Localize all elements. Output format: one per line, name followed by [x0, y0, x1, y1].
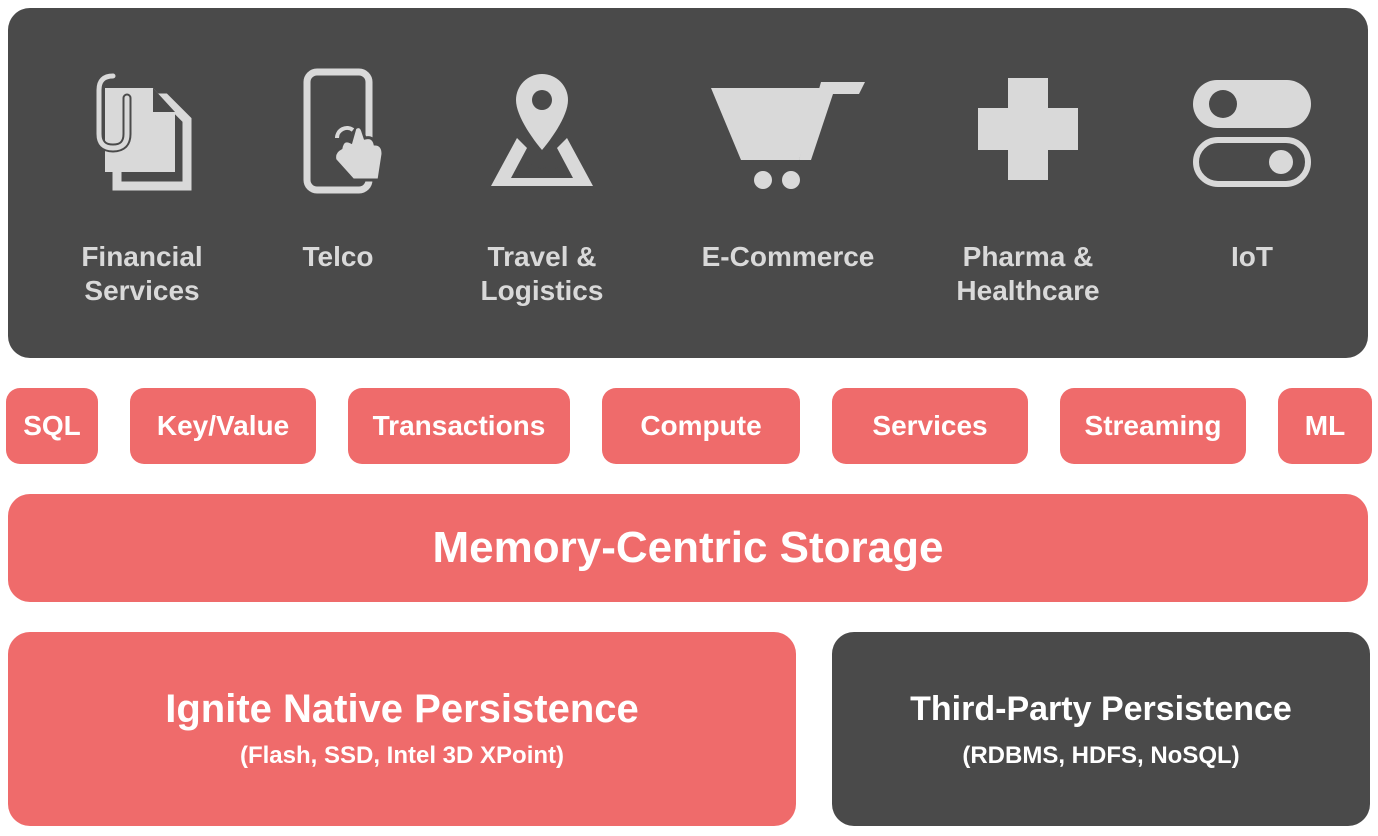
industry-financial-services: Financial Services: [42, 68, 242, 308]
memory-centric-storage: Memory-Centric Storage: [8, 494, 1368, 602]
industry-telco: Telco: [238, 68, 438, 274]
industry-label: E-Commerce: [701, 241, 875, 272]
industry-travel-logistics: Travel & Logistics: [442, 68, 642, 308]
industry-label: IoT: [1231, 241, 1273, 272]
capability-key-value: Key/Value: [130, 388, 316, 464]
industries-panel: Financial Services Telco Travel & Logist…: [8, 8, 1368, 358]
industry-e-commerce: E-Commerce: [688, 68, 888, 274]
toggle-switches-icon: [1193, 80, 1311, 187]
medical-cross-icon: [978, 78, 1078, 180]
native-persistence-box: Ignite Native Persistence (Flash, SSD, I…: [8, 632, 796, 826]
third-party-persistence-subtitle: (RDBMS, HDFS, NoSQL): [962, 742, 1240, 769]
industry-pharma-healthcare: Pharma & Healthcare: [928, 68, 1128, 308]
smartphone-touch-icon: [303, 68, 385, 194]
native-persistence-title: Ignite Native Persistence: [165, 687, 639, 731]
third-party-persistence-title: Third-Party Persistence: [910, 690, 1292, 728]
industry-label: Pharma & Healthcare: [956, 241, 1100, 306]
industry-iot: IoT: [1152, 68, 1352, 274]
capability-services: Services: [832, 388, 1028, 464]
shopping-cart-icon: [711, 82, 865, 189]
capability-ml: ML: [1278, 388, 1372, 464]
native-persistence-subtitle: (Flash, SSD, Intel 3D XPoint): [239, 742, 565, 769]
industry-label: Telco: [302, 241, 374, 272]
third-party-persistence-box: Third-Party Persistence (RDBMS, HDFS, No…: [832, 632, 1370, 826]
capability-transactions: Transactions: [348, 388, 570, 464]
industry-label: Financial Services: [81, 241, 203, 306]
industry-label: Travel & Logistics: [480, 241, 604, 306]
document-paperclip-icon: [94, 71, 192, 191]
capability-streaming: Streaming: [1060, 388, 1246, 464]
capability-compute: Compute: [602, 388, 800, 464]
capability-sql: SQL: [6, 388, 98, 464]
map-pin-icon: [491, 74, 593, 186]
